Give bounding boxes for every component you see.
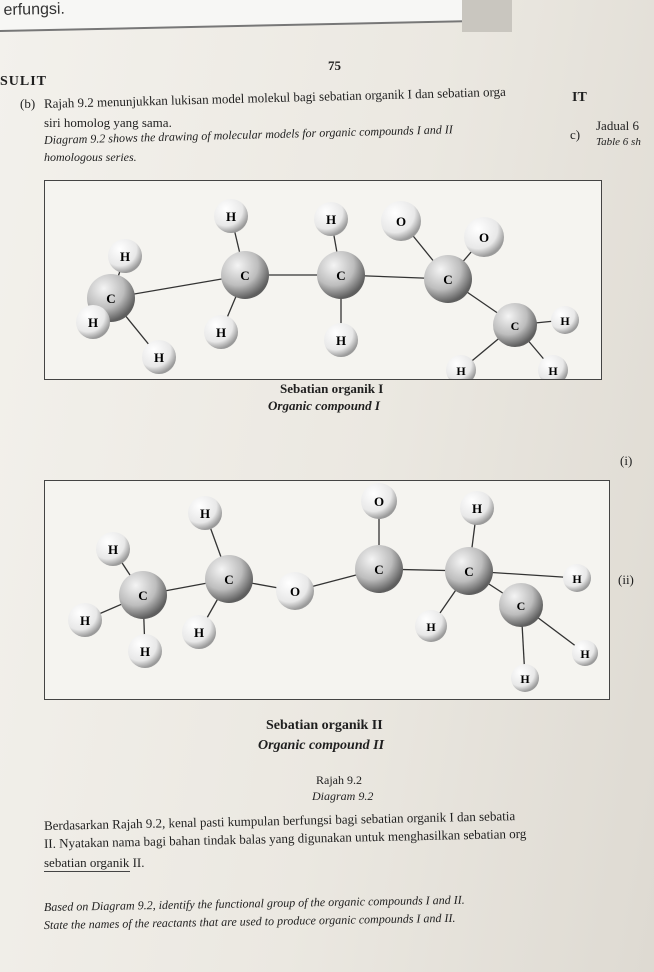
compound-1-atoms: H H O O H C C C C H H H H H H H C [76,199,579,385]
binding-tape [462,0,512,32]
atom-label: C [374,562,383,577]
atom-c: C [424,255,472,303]
underline [44,871,130,872]
atom-c: C [445,547,493,595]
atom-h: H [324,323,358,357]
atom-c: C [499,583,543,627]
atom-label: H [548,364,558,378]
atom-label: C [106,291,115,306]
atom-o: O [361,483,397,519]
compound-1-box: H H O O H C C C C H H H H H H H C [44,180,602,385]
atom-h: H [415,610,447,642]
diagram-label-english: Diagram 9.2 [312,789,374,803]
atom-label: C [511,319,520,333]
atom-label: H [194,625,204,640]
atom-label: O [396,214,406,229]
atom-label: H [154,350,164,365]
atom-h: H [563,564,591,592]
atom-label: O [290,584,300,599]
atom-label: C [240,268,249,283]
compound-2-caption-malay: Sebatian organik II [266,718,383,733]
atom-label: C [443,272,452,287]
atom-label: C [138,588,147,603]
atom-h: H [96,532,130,566]
atom-label: H [326,212,336,227]
atom-label: H [120,249,130,264]
atom-label: H [200,506,210,521]
atom-h: H [314,202,348,236]
atom-label: H [88,315,98,330]
previous-page-edge: erfungsi. [0,0,470,32]
side-label-ii: (ii) [618,572,634,587]
page-number: 75 [328,58,341,73]
atom-label: C [517,599,526,613]
atom-label: C [224,572,233,587]
question-label: (b) [20,96,36,111]
atom-h: H [142,340,176,374]
intro-malay-line2: siri homolog yang sama. [44,115,172,130]
atom-o: O [276,572,314,610]
atom-label: H [140,644,150,659]
header-right-text: IT [572,90,587,105]
atom-label: H [426,620,436,634]
atom-c: C [205,555,253,603]
atom-h: H [551,306,579,334]
atom-label: H [456,364,466,378]
atom-label: H [520,672,530,686]
atom-label: H [226,209,236,224]
atom-h: H [76,305,110,339]
compound-2-model: H O H H C C C O C H H C H H H H H [68,483,598,692]
atom-h: H [511,664,539,692]
atom-h: H [204,315,238,349]
side-label-i: (i) [620,453,633,468]
atom-o: O [381,201,421,241]
atom-h: H [460,491,494,525]
question-malay-line3: sebatian organik II. [44,855,145,870]
atom-label: H [216,325,226,340]
atom-h: H [68,603,102,637]
atom-label: O [374,494,384,509]
atom-h: H [188,496,222,530]
atom-c-small: C [493,303,537,347]
compound-2-box: H O H H C C C O C H H C H H H H H [44,480,610,700]
margin-jadual: Jadual 6 [596,118,639,133]
atom-c: C [355,545,403,593]
diagram-label-malay: Rajah 9.2 [316,773,362,787]
atom-label: H [560,314,570,328]
atom-h: H [182,615,216,649]
question-english-line2: State the names of the reactants that ar… [43,910,456,932]
compound-2-caption-english: Organic compound II [258,738,385,753]
atom-h: H [538,355,568,385]
atom-label: C [464,564,473,579]
atom-label: H [472,501,482,516]
intro-english-line2: homologous series. [44,150,137,164]
intro-malay-line1: Rajah 9.2 menunjukkan lukisan model mole… [43,83,507,111]
atom-label: H [580,647,590,661]
atom-h: H [572,640,598,666]
atom-h: H [108,239,142,273]
compound-1-model: H H O O H C C C C H H H H H H H C [76,199,579,385]
compound-1-caption-english: Organic compound I [268,398,380,413]
margin-table: Table 6 sh [596,136,641,148]
atom-c: C [119,571,167,619]
compound-2-atoms: H O H H C C C O C H H C H H H H H [68,483,598,692]
atom-label: H [80,613,90,628]
atom-c: C [317,251,365,299]
margin-c: c) [570,127,581,142]
header-sulit: SULIT [0,74,48,89]
atom-label: H [336,333,346,348]
atom-c: C [221,251,269,299]
previous-page-text: erfungsi. [3,0,66,19]
atom-h: H [214,199,248,233]
atom-label: O [479,230,489,245]
atom-o: O [464,217,504,257]
atom-label: C [336,268,345,283]
atom-label: H [572,572,582,586]
compound-1-caption-malay: Sebatian organik I [280,381,384,396]
atom-h: H [128,634,162,668]
atom-h: H [446,355,476,385]
atom-label: H [108,542,118,557]
